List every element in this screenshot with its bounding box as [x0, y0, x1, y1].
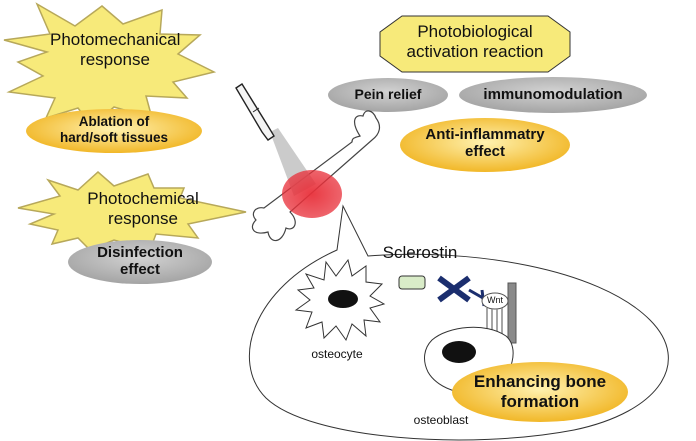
photomechanical-line-2: response — [80, 49, 150, 69]
enhancing-ellipse — [452, 362, 628, 422]
ablation-label: Ablation of hard/soft tissues — [36, 114, 192, 145]
pein-relief-ellipse — [328, 78, 448, 112]
laser-handpiece-stripe — [252, 107, 260, 113]
osteocyte-label: osteocyte — [311, 347, 363, 361]
photobiological-line-1: Photobiological — [417, 22, 533, 41]
anti-inflammatory-label: Anti-inflammatry effect — [410, 126, 560, 161]
osteocyte-nucleus — [328, 290, 358, 308]
disinfection-line-2: effect — [119, 261, 160, 279]
anti-inflammatory-line-2: effect — [464, 143, 505, 161]
ablation-ellipse — [26, 109, 202, 153]
immunomodulation-label: immunomodulation — [483, 86, 623, 103]
disinfection-label: Disinfection effect — [78, 244, 202, 279]
ablation-line-1: Ablation of — [78, 114, 150, 129]
pein-relief-label: Pein relief — [354, 86, 422, 102]
anti-inflammatory-ellipse — [400, 118, 570, 172]
photochemical-star-shape — [17, 170, 247, 251]
photobiological-octagon — [379, 15, 571, 73]
photochemical-label: Photochemical response — [68, 189, 218, 228]
osteoblast-label: osteoblast — [413, 413, 469, 427]
enhancing-label: Enhancing bone formation — [462, 372, 618, 411]
anti-inflammatory-line-1: Anti-inflammatry — [425, 126, 545, 143]
disinfection-line-1: Disinfection — [97, 244, 183, 261]
enhancing-line-1: Enhancing bone — [473, 372, 607, 391]
photochemical-line-2: response — [108, 208, 178, 228]
wnt-ellipse — [481, 292, 509, 310]
disinfection-ellipse — [68, 240, 212, 284]
photochemical-line-1: Photochemical — [87, 189, 199, 208]
laser-spot — [282, 170, 342, 218]
photobiological-line-2: activation reaction — [406, 41, 544, 61]
photomechanical-line-1: Photomechanical — [50, 30, 181, 49]
photobiological-label: Photobiological activation reaction — [380, 22, 570, 61]
sclerostin-molecule — [398, 275, 426, 290]
osteoblast-nucleus — [442, 341, 476, 363]
immunomodulation-ellipse — [459, 77, 647, 113]
inhibition-line — [468, 288, 484, 300]
blocker-x-stroke-2 — [437, 275, 471, 303]
ablation-line-2: hard/soft tissues — [59, 129, 169, 145]
wnt-receptor — [507, 282, 517, 344]
enhancing-line-2: formation — [500, 391, 580, 411]
sclerostin-label: Sclerostin — [382, 243, 458, 262]
photomechanical-label: Photomechanical response — [50, 30, 180, 69]
laser-handpiece — [235, 83, 275, 141]
wnt-label: Wnt — [486, 295, 503, 305]
